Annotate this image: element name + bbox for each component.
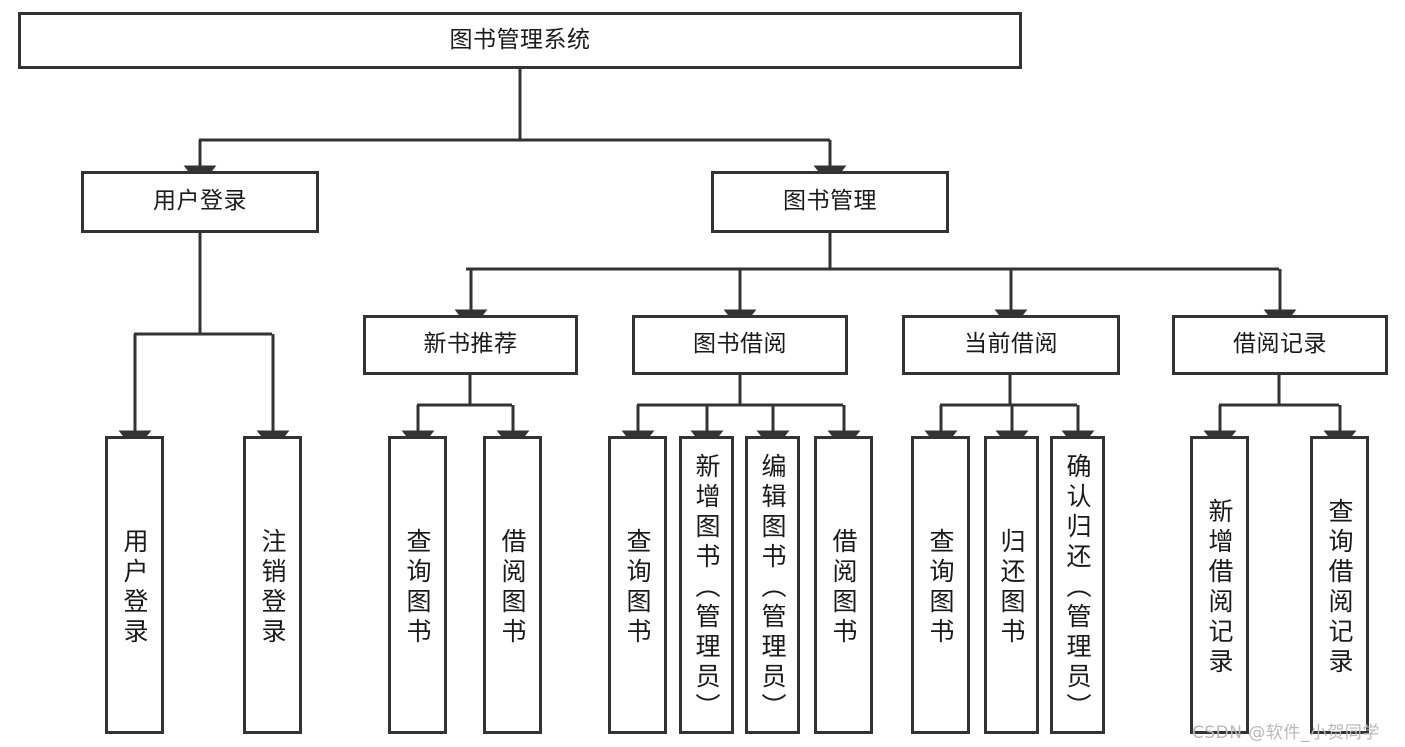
node-leaf-confirm-return[interactable]: 确认归还（管理员） [1050,436,1105,734]
node-leaf-borrow-book[interactable]: 借阅图书 [814,436,873,734]
node-label: 借阅图书 [498,528,527,648]
node-label: 编辑图书（管理员） [758,453,787,723]
node-label: 注销登录 [258,528,287,648]
node-leaf-query-book[interactable]: 查询图书 [608,436,667,734]
node-leaf-user-logout[interactable]: 注销登录 [243,436,302,734]
node-label: 借阅记录 [1233,331,1327,358]
node-label: 新增图书（管理员） [692,453,721,723]
csdn-watermark: CSDN @软件_小贺同学 [1192,723,1380,743]
node-root[interactable]: 图书管理系统 [18,12,1022,69]
node-book-borrow[interactable]: 图书借阅 [632,315,848,375]
node-label: 查询图书 [403,528,432,648]
node-label: 图书管理 [783,188,877,215]
node-label: 归还图书 [997,528,1026,648]
node-leaf-edit-book[interactable]: 编辑图书（管理员） [745,436,800,734]
node-leaf-user-login[interactable]: 用户登录 [105,436,164,734]
node-label: 图书借阅 [693,331,787,358]
node-user-login[interactable]: 用户登录 [81,171,319,233]
node-label: 查询图书 [623,528,652,648]
node-new-book-rec[interactable]: 新书推荐 [363,315,578,375]
node-label: 新书推荐 [423,331,518,358]
node-label: 当前借阅 [964,331,1058,358]
node-leaf-query-book-cur[interactable]: 查询图书 [911,436,970,734]
node-borrow-record[interactable]: 借阅记录 [1172,315,1388,375]
node-leaf-return-book[interactable]: 归还图书 [984,436,1039,734]
node-label: 查询借阅记录 [1325,498,1354,678]
node-leaf-borrow-book-rec[interactable]: 借阅图书 [483,436,542,734]
node-label: 用户登录 [153,188,247,215]
node-current-borrow[interactable]: 当前借阅 [902,315,1120,375]
node-leaf-query-book-rec[interactable]: 查询图书 [388,436,447,734]
node-label: 查询图书 [926,528,955,648]
node-book-manage[interactable]: 图书管理 [711,171,949,233]
node-label: 用户登录 [120,528,149,648]
node-label: 图书管理系统 [449,26,591,53]
node-label: 确认归还（管理员） [1063,453,1092,723]
node-label: 借阅图书 [829,528,858,648]
node-leaf-add-record[interactable]: 新增借阅记录 [1190,436,1249,734]
node-leaf-add-book[interactable]: 新增图书（管理员） [679,436,734,734]
node-leaf-query-record[interactable]: 查询借阅记录 [1310,436,1369,734]
node-label: 新增借阅记录 [1205,498,1234,678]
